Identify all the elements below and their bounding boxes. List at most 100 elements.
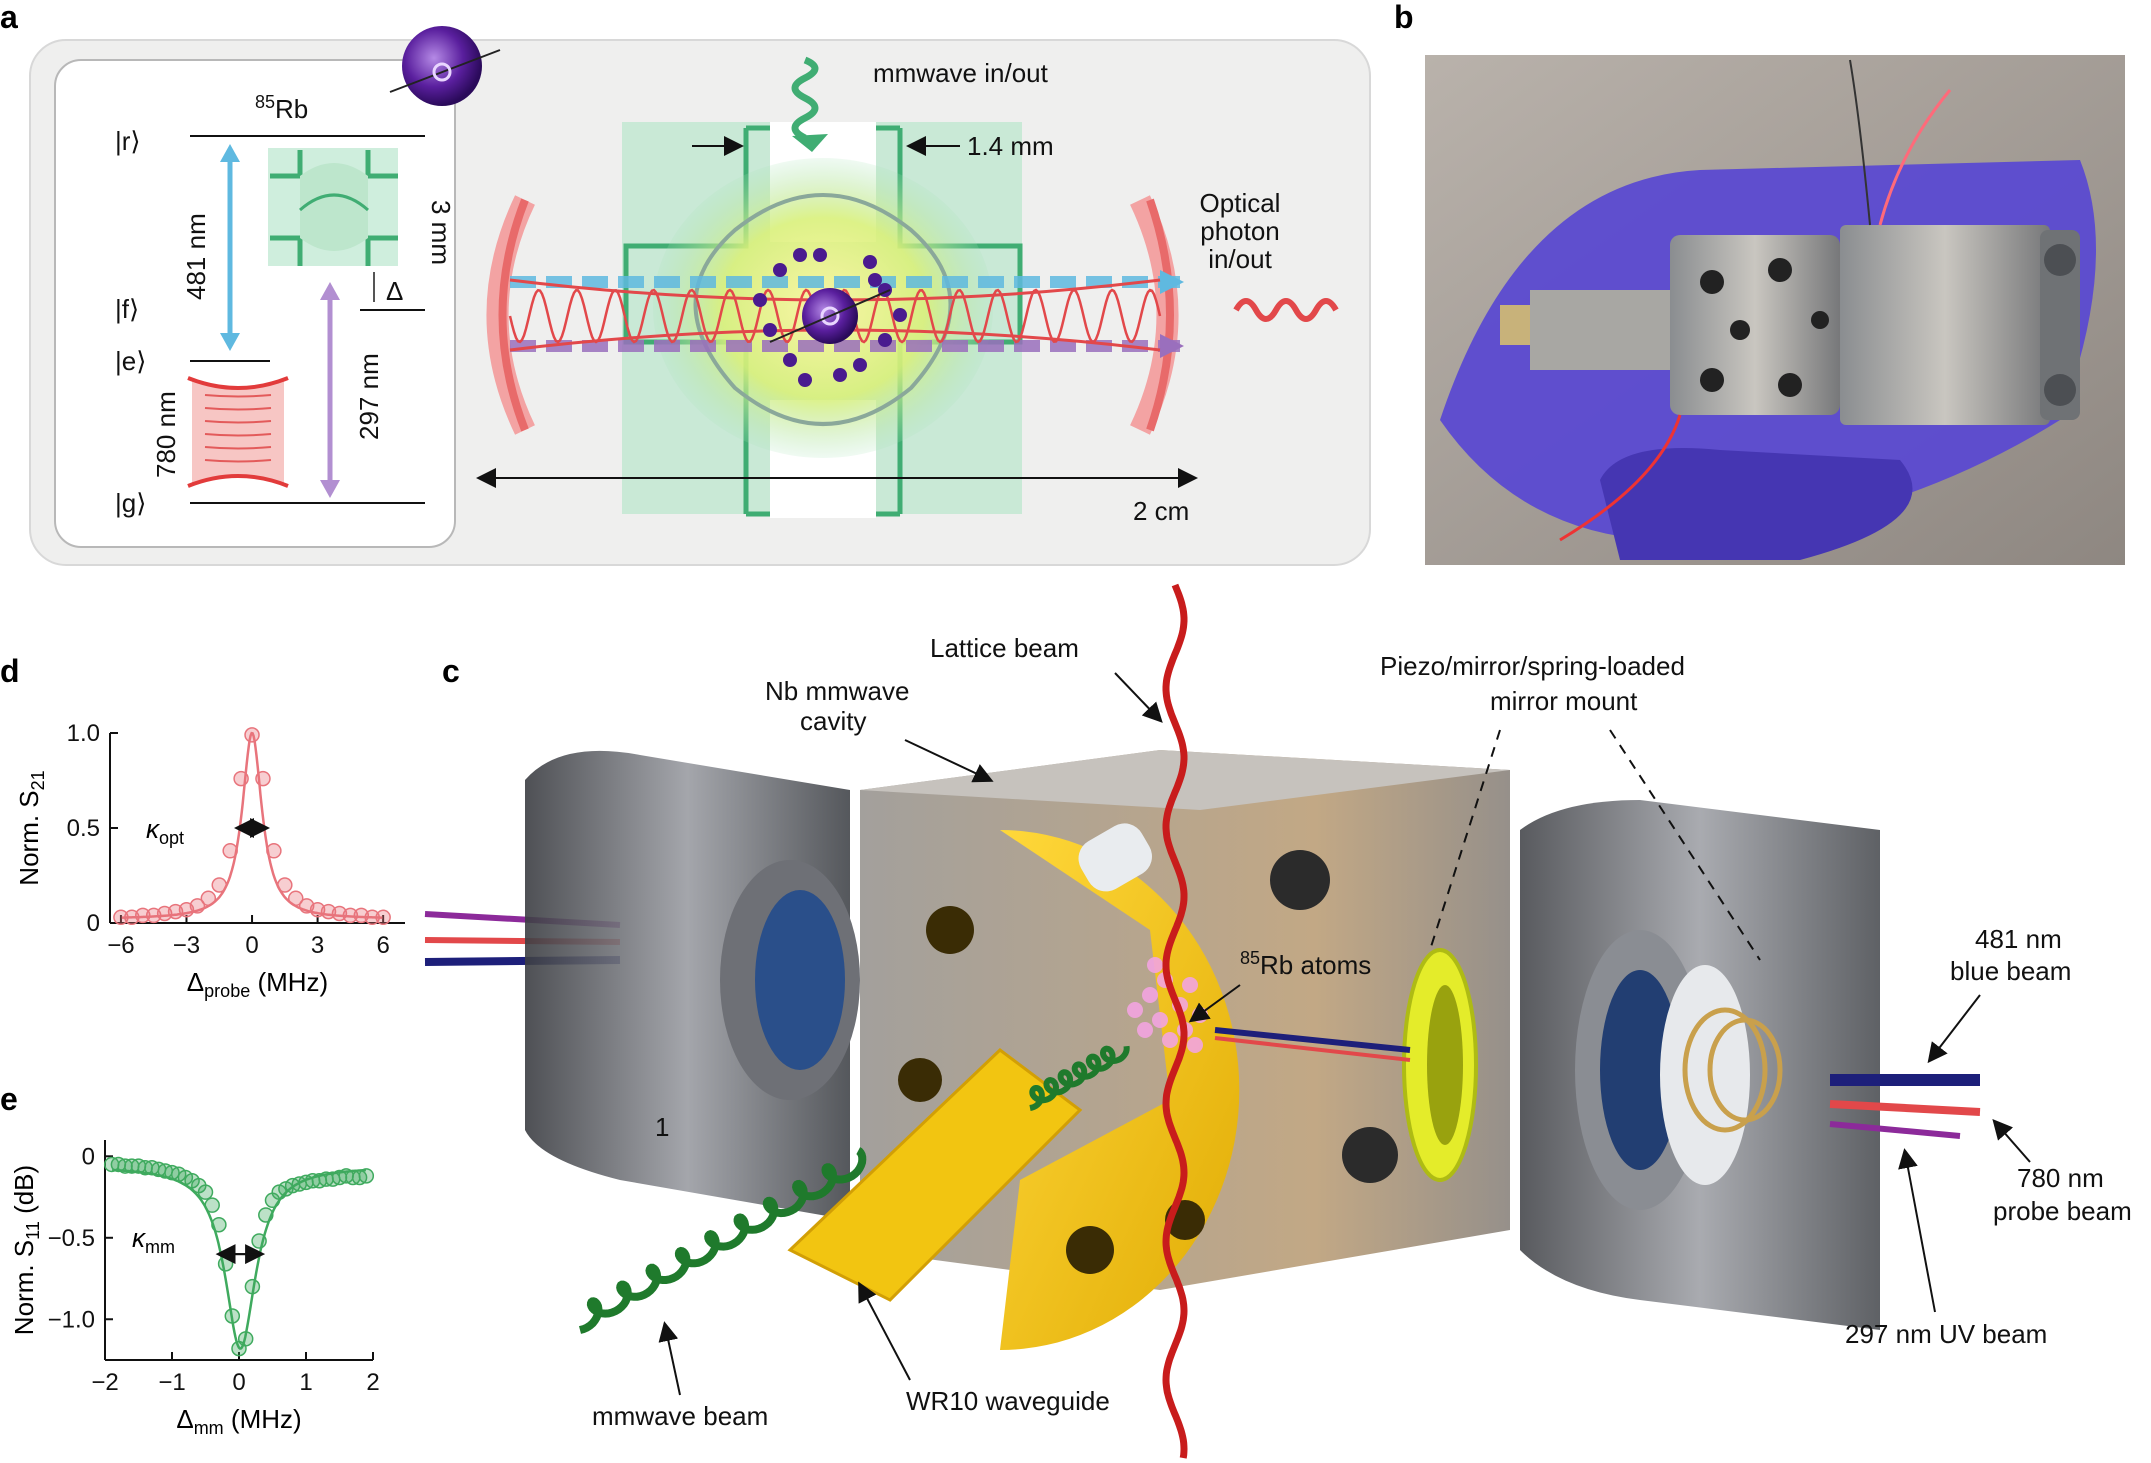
right-beam-red <box>1829 1100 1981 1116</box>
data-point <box>135 907 151 924</box>
data-point <box>277 877 293 893</box>
cloud-atom <box>763 323 777 337</box>
panel-b-photo <box>1425 55 2125 565</box>
data-point <box>375 909 391 926</box>
fit-curve <box>121 731 383 919</box>
data-point <box>244 727 260 743</box>
cloud-atom <box>798 373 812 387</box>
wr10-waveguide <box>787 1048 1083 1302</box>
y-tick-label: −1.0 <box>48 1306 95 1333</box>
data-point <box>287 890 304 907</box>
mmwave-beam-inner <box>1029 1045 1130 1111</box>
cloud-atom <box>833 368 847 382</box>
data-point <box>244 1278 261 1295</box>
mmwave-squiggle <box>791 56 819 142</box>
arrow-481-head-bottom <box>220 333 240 351</box>
x-tick-label: 3 <box>311 932 324 959</box>
y-tick-label: 0 <box>87 910 100 937</box>
detuning-label: Δ <box>386 276 403 306</box>
panel-label-e: e <box>0 1081 18 1117</box>
data-point <box>358 1168 375 1184</box>
data-point <box>189 898 206 914</box>
piezo-label-2: mirror mount <box>1490 686 1638 716</box>
x-tick-label: 0 <box>232 1369 245 1396</box>
gap-label: 1.4 mm <box>967 131 1054 161</box>
device-holes <box>1700 258 1829 397</box>
data-point <box>211 877 228 893</box>
x-tick-label: −2 <box>91 1369 118 1396</box>
panel-label-c: c <box>442 653 460 689</box>
lattice-beam <box>1162 583 1188 1459</box>
data-point <box>224 1308 241 1324</box>
rb-atom <box>1147 957 1163 973</box>
linewidth-label: κopt <box>146 814 184 848</box>
data-point <box>258 1207 274 1223</box>
data-point <box>233 770 249 787</box>
x-tick-label: −3 <box>173 932 200 959</box>
red-wire <box>1559 414 1682 542</box>
probe-beam-label-1: 780 nm <box>2017 1163 2104 1193</box>
waveguide-label: WR10 waveguide <box>906 1386 1110 1416</box>
panel-label-a: a <box>0 0 18 35</box>
y-axis-label: Norm. S11 (dB) <box>9 1165 43 1335</box>
optical-cavity-icon <box>187 376 289 488</box>
right-beam-purple <box>1829 1121 1961 1139</box>
data-point <box>200 890 217 907</box>
nb-label-1: Nb mmwave <box>765 676 909 706</box>
mmwave-beam-label: mmwave beam <box>592 1401 768 1431</box>
cube-hole-upper <box>1270 850 1330 910</box>
cloud-atom <box>893 308 907 322</box>
fit-curve <box>111 1168 366 1350</box>
cloud-atom <box>863 255 877 269</box>
x-tick-label: −1 <box>158 1369 185 1396</box>
blue-beam-label-2: blue beam <box>1950 956 2071 986</box>
atom-cloud <box>753 248 907 387</box>
rb-atom <box>1162 1032 1178 1048</box>
wl-297-label: 297 nm <box>354 353 384 440</box>
optical-label-1: Optical <box>1200 188 1281 218</box>
cloud-atom <box>878 333 892 347</box>
lattice-label: Lattice beam <box>930 633 1079 663</box>
data-point <box>266 843 282 859</box>
uv-beam-label: 297 nm UV beam <box>1845 1319 2047 1349</box>
rb-atom <box>1187 1037 1203 1053</box>
data-point <box>197 1184 214 1200</box>
state-f-label: |f⟩ <box>115 294 139 324</box>
rb-atom <box>1127 1002 1143 1018</box>
rb-atom <box>1137 1022 1153 1038</box>
spring <box>1682 1007 1768 1133</box>
isotope-label: 85Rb <box>255 92 308 124</box>
state-e-label: |e⟩ <box>115 346 146 376</box>
piezo-label-1: Piezo/mirror/spring-loaded <box>1380 651 1685 681</box>
x-tick-label: 1 <box>299 1369 312 1396</box>
cloud-atom <box>853 358 867 372</box>
length-label: 2 cm <box>1133 496 1189 526</box>
rb-atom <box>1182 977 1198 993</box>
x-tick-label: 2 <box>366 1369 379 1396</box>
y-tick-label: 0 <box>82 1143 95 1170</box>
atoms-label: 85Rb atoms <box>1240 948 1371 980</box>
mmwave-beam <box>579 1147 867 1334</box>
cavity-size-label: 3 mm <box>426 200 456 265</box>
data-point <box>211 1216 227 1233</box>
data-point <box>113 909 129 926</box>
cloud-atom <box>773 263 787 277</box>
x-axis-label: Δmm (MHz) <box>176 1404 301 1438</box>
panel-label-b: b <box>1394 0 1414 35</box>
y-tick-label: 1.0 <box>67 720 100 747</box>
x-tick-label: 0 <box>245 932 258 959</box>
rb-atom <box>1142 987 1158 1003</box>
mmwave-cavity-icon <box>268 148 398 266</box>
optical-label-2: photon <box>1200 216 1280 246</box>
cloud-atom <box>753 293 767 307</box>
x-tick-label: −6 <box>107 932 134 959</box>
data-point <box>217 1256 234 1272</box>
panel-label-d: d <box>0 653 20 689</box>
data-point <box>204 1197 220 1213</box>
arrow-297-head-bottom <box>320 480 340 498</box>
mmwave-inout-label: mmwave in/out <box>873 58 1049 88</box>
arrow-297-head-top <box>320 282 340 300</box>
wl-481-label: 481 nm <box>181 213 211 300</box>
